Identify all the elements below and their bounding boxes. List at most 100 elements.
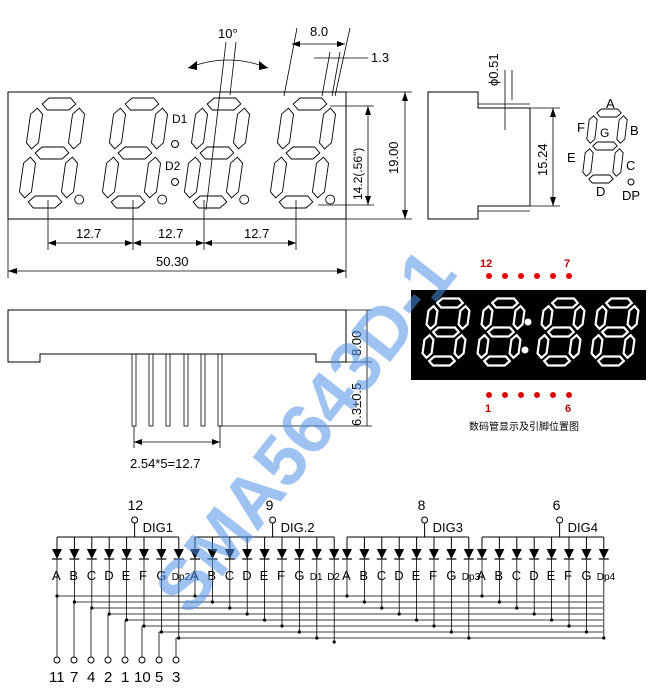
segment-label: Dp3: [462, 572, 481, 583]
segment-b: [318, 107, 337, 150]
segment-f: [108, 107, 127, 150]
segment-e: [269, 156, 288, 199]
segment-c: [453, 333, 467, 360]
photo-top-pin-dot-3: [518, 273, 524, 279]
photo-digit-2: [476, 297, 526, 367]
stroke-width-label: 1.3: [371, 50, 389, 65]
digit-group-1: 12DIG1ABCDEFGDp2: [52, 497, 191, 640]
digit-width-ext-left: [283, 27, 298, 97]
digit-height-arrow-bottom: [365, 196, 371, 205]
segment-pin-terminal: [172, 656, 180, 664]
photo-pin-dots-bottom: [486, 392, 572, 398]
photo-pin-1: 1: [485, 403, 491, 415]
segment-g: [199, 146, 235, 160]
segment-g: [486, 326, 516, 338]
segment-pin-terminal: [138, 656, 146, 664]
bottom-pin-4: [183, 353, 189, 427]
bottom-pin-2: [148, 353, 154, 427]
segment-pin-number: 2: [104, 669, 112, 686]
segment-f: [586, 115, 598, 144]
segment-b: [616, 115, 628, 144]
segment-g: [600, 326, 630, 338]
bottom-pin-6: [217, 353, 223, 427]
segment-c: [508, 333, 522, 360]
legend-label-c: C: [626, 158, 635, 173]
digit-width-ext-right: [334, 27, 351, 97]
led-diode: F: [277, 537, 287, 628]
led-diode: B: [359, 537, 370, 604]
led-diode: D: [394, 537, 405, 616]
photo-bottom-pin-dot-3: [518, 392, 524, 398]
segment-c: [622, 333, 636, 360]
segment-c: [612, 148, 624, 177]
common-pin-terminal: [131, 516, 139, 524]
watermark: SMA5643D-1: [140, 235, 472, 628]
segment-b: [232, 107, 251, 150]
internal-circuit-schematic: 12DIG1ABCDEFGDp29DIG.2ABCDEFGD1D28DIG3AB…: [49, 497, 616, 686]
led-diode: A: [342, 537, 352, 598]
pin-length-label: 6.3±0.5: [349, 383, 364, 426]
segment-b: [457, 304, 471, 331]
stroke-width-ext-1: [321, 51, 331, 97]
photo-digit-3: [536, 297, 587, 367]
segment-label: F: [277, 568, 285, 583]
segment-label: E: [122, 568, 131, 583]
photo-bottom-pin-dot-5: [550, 392, 556, 398]
segment-label: B: [359, 568, 368, 583]
depth-label: 15.24: [535, 143, 550, 176]
pitch-arrow-5: [204, 240, 212, 246]
segment-f: [190, 107, 209, 150]
segment-pin-number: 7: [70, 669, 78, 686]
legend-label-d: D: [596, 184, 605, 199]
legend-label-g: G: [600, 126, 609, 140]
segment-a: [206, 97, 242, 111]
segment-pin-number: 5: [155, 669, 163, 686]
segment-f: [276, 107, 295, 150]
photo-bottom-pin-dot-2: [502, 392, 508, 398]
segment-f: [425, 304, 439, 331]
front-digit-outlines: [18, 97, 337, 209]
segment-legend: A B C D E F G DP: [567, 96, 640, 203]
segment-a: [596, 108, 622, 118]
segment-d: [278, 195, 314, 209]
segment-b: [572, 304, 586, 331]
height-label: 19.00: [386, 141, 401, 174]
segment-f: [25, 107, 44, 150]
led-diode: D2: [327, 537, 340, 644]
photo-bottom-pin-dot-4: [534, 392, 540, 398]
legend-label-f: F: [577, 120, 585, 135]
led-diode: F: [139, 537, 149, 628]
segment-label: F: [429, 568, 437, 583]
led-diode: D: [242, 537, 253, 616]
segment-label: B: [69, 568, 78, 583]
slant-arc-arrow-right: [259, 61, 268, 70]
segment-label: B: [494, 568, 503, 583]
segment-e: [476, 333, 490, 360]
segment-label: Dp4: [597, 572, 616, 583]
led-diode: B: [494, 537, 505, 604]
led-diode: C: [511, 537, 522, 610]
legend-digit-outline: [582, 108, 628, 184]
segment-a: [604, 297, 634, 309]
pitch-arrow-3: [133, 240, 141, 246]
bottom-view: 8.00 6.3±0.5 2.54*5=12.7: [7, 309, 372, 471]
led-diode: A: [52, 537, 62, 598]
decimal-point: [157, 194, 168, 205]
segment-e: [18, 156, 37, 199]
segment-e: [183, 156, 202, 199]
pitch-label-1: 12.7: [76, 226, 101, 241]
pin-pitch-arrow-left: [134, 439, 142, 445]
led-diode: Dp4: [597, 537, 616, 640]
photo-top-pin-dot-1: [486, 273, 492, 279]
bottom-view-body: [7, 309, 347, 363]
photo-bottom-pin-dot-1: [486, 392, 492, 398]
photo-top-pin-dot-6: [566, 273, 572, 279]
photo-colon-lower: [521, 346, 529, 354]
photo-caption: 数码管显示及引脚位置图: [469, 420, 579, 433]
segment-d: [596, 355, 626, 367]
led-diode: F: [564, 537, 574, 628]
slant-angle-line: [205, 41, 227, 211]
led-diode: G: [446, 537, 457, 634]
decimal-point: [633, 355, 641, 363]
